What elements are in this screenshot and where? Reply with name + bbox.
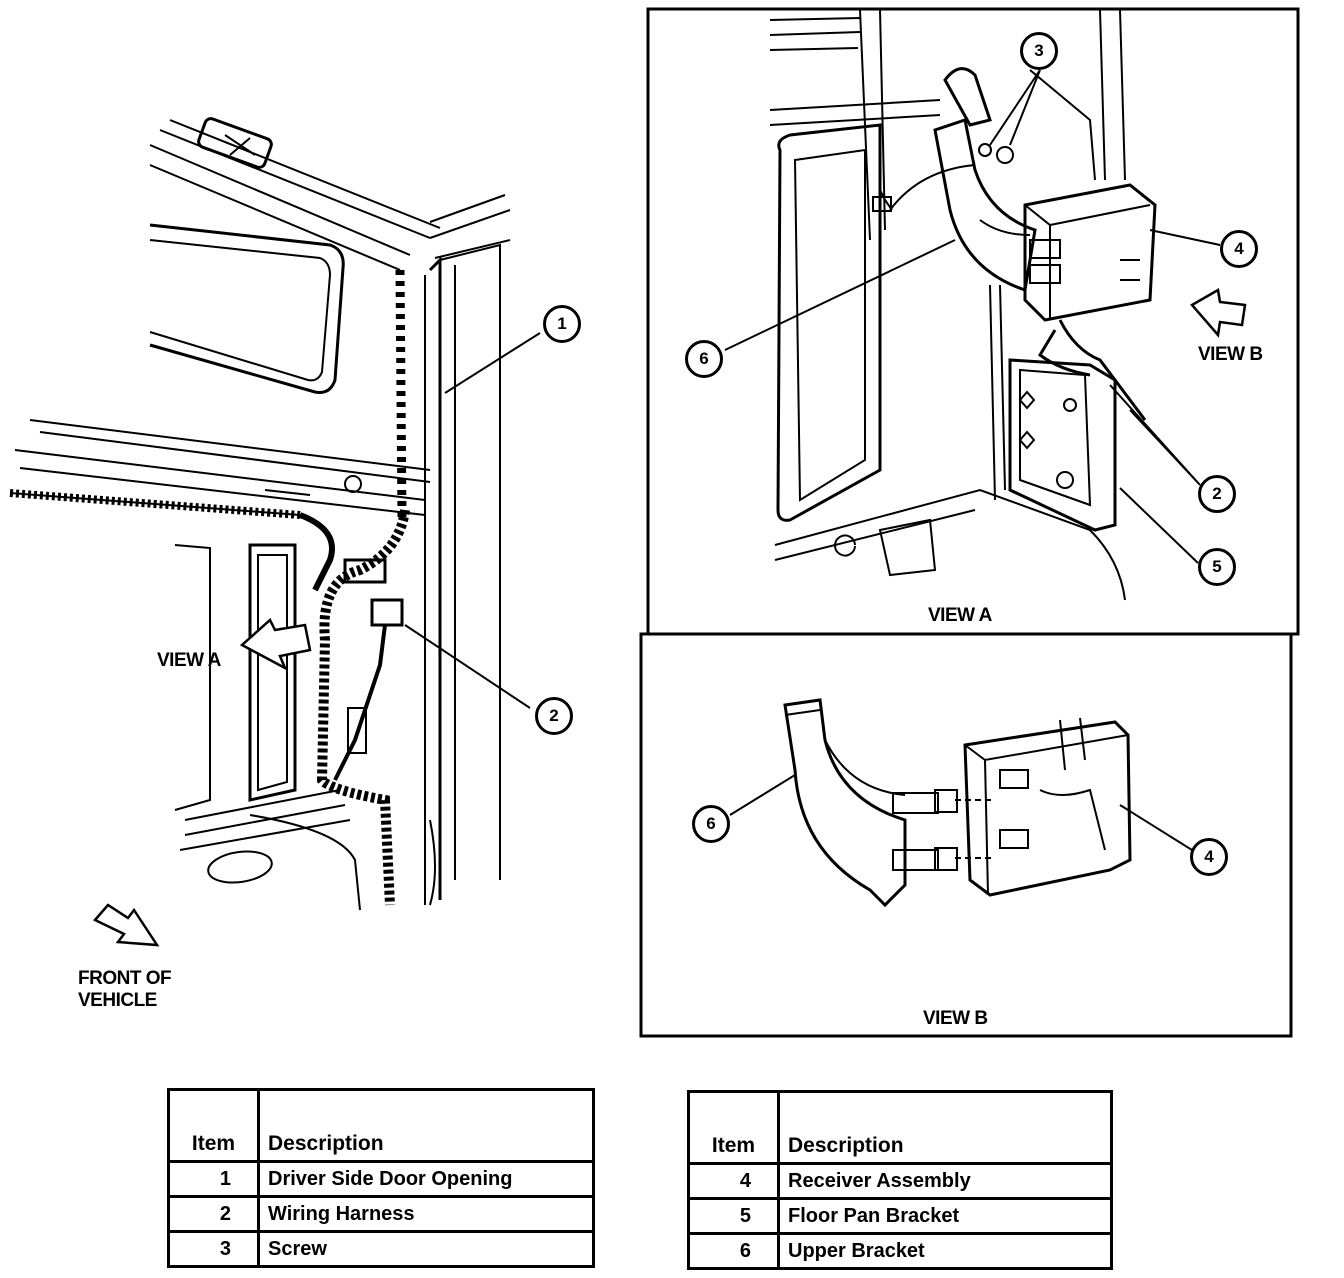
- view-a-label-left: VIEW A: [157, 650, 221, 671]
- legend-right-header-description: Description: [777, 1090, 1113, 1165]
- leader-lines-view-a: [724, 69, 1221, 564]
- legend-item-description: Screw: [257, 1230, 595, 1268]
- table-row: 1 Driver Side Door Opening: [167, 1160, 595, 1198]
- table-row: 2 Wiring Harness: [167, 1195, 595, 1233]
- callout-3: 3: [1020, 32, 1058, 70]
- table-row: 5 Floor Pan Bracket: [687, 1197, 1113, 1235]
- table-row: 4 Receiver Assembly: [687, 1162, 1113, 1200]
- legend-left-header-item: Item: [167, 1088, 260, 1163]
- view-b-frame: [639, 632, 1293, 1038]
- legend-table-left: Item Description 1 Driver Side Door Open…: [167, 1088, 595, 1268]
- callout-5: 5: [1198, 548, 1236, 586]
- legend-left-header-description: Description: [257, 1088, 595, 1163]
- legend-item-description: Wiring Harness: [257, 1195, 595, 1233]
- legend-item-number: 5: [687, 1197, 780, 1235]
- legend-item-number: 1: [167, 1160, 260, 1198]
- front-of-vehicle-label-line1: FRONT OF: [78, 968, 172, 989]
- vehicle-interior-drawing: [9, 117, 511, 911]
- view-b-arrow-label: VIEW B: [1198, 344, 1263, 365]
- view-a-frame: [646, 7, 1300, 636]
- view-b-caption: VIEW B: [923, 1008, 988, 1029]
- view-b-direction-arrow: [1190, 288, 1247, 338]
- callout-2-view-a: 2: [1198, 475, 1236, 513]
- callout-6-view-b: 6: [692, 805, 730, 843]
- view-a-direction-arrow: [239, 617, 312, 671]
- legend-item-number: 3: [167, 1230, 260, 1268]
- callout-1: 1: [543, 305, 581, 343]
- legend-item-description: Receiver Assembly: [777, 1162, 1113, 1200]
- front-of-vehicle-arrow: [92, 903, 160, 947]
- legend-item-number: 6: [687, 1232, 780, 1270]
- legend-item-description: Floor Pan Bracket: [777, 1197, 1113, 1235]
- legend-item-description: Upper Bracket: [777, 1232, 1113, 1270]
- view-b-drawing: [783, 698, 1132, 908]
- legend-table-right: Item Description 4 Receiver Assembly 5 F…: [687, 1090, 1113, 1270]
- callout-2-left: 2: [535, 697, 573, 735]
- leader-lines-view-b: [729, 774, 1193, 851]
- callout-6-view-a: 6: [685, 340, 723, 378]
- front-of-vehicle-label-line2: VEHICLE: [78, 990, 157, 1011]
- callout-4-view-a: 4: [1220, 230, 1258, 268]
- table-row: 3 Screw: [167, 1230, 595, 1268]
- leader-lines-left: [404, 332, 541, 709]
- legend-right-header-item: Item: [687, 1090, 780, 1165]
- view-a-caption: VIEW A: [928, 605, 992, 626]
- callout-4-view-b: 4: [1190, 838, 1228, 876]
- legend-item-description: Driver Side Door Opening: [257, 1160, 595, 1198]
- table-row: 6 Upper Bracket: [687, 1232, 1113, 1270]
- legend-item-number: 4: [687, 1162, 780, 1200]
- legend-item-number: 2: [167, 1195, 260, 1233]
- view-a-drawing: [769, 9, 1157, 601]
